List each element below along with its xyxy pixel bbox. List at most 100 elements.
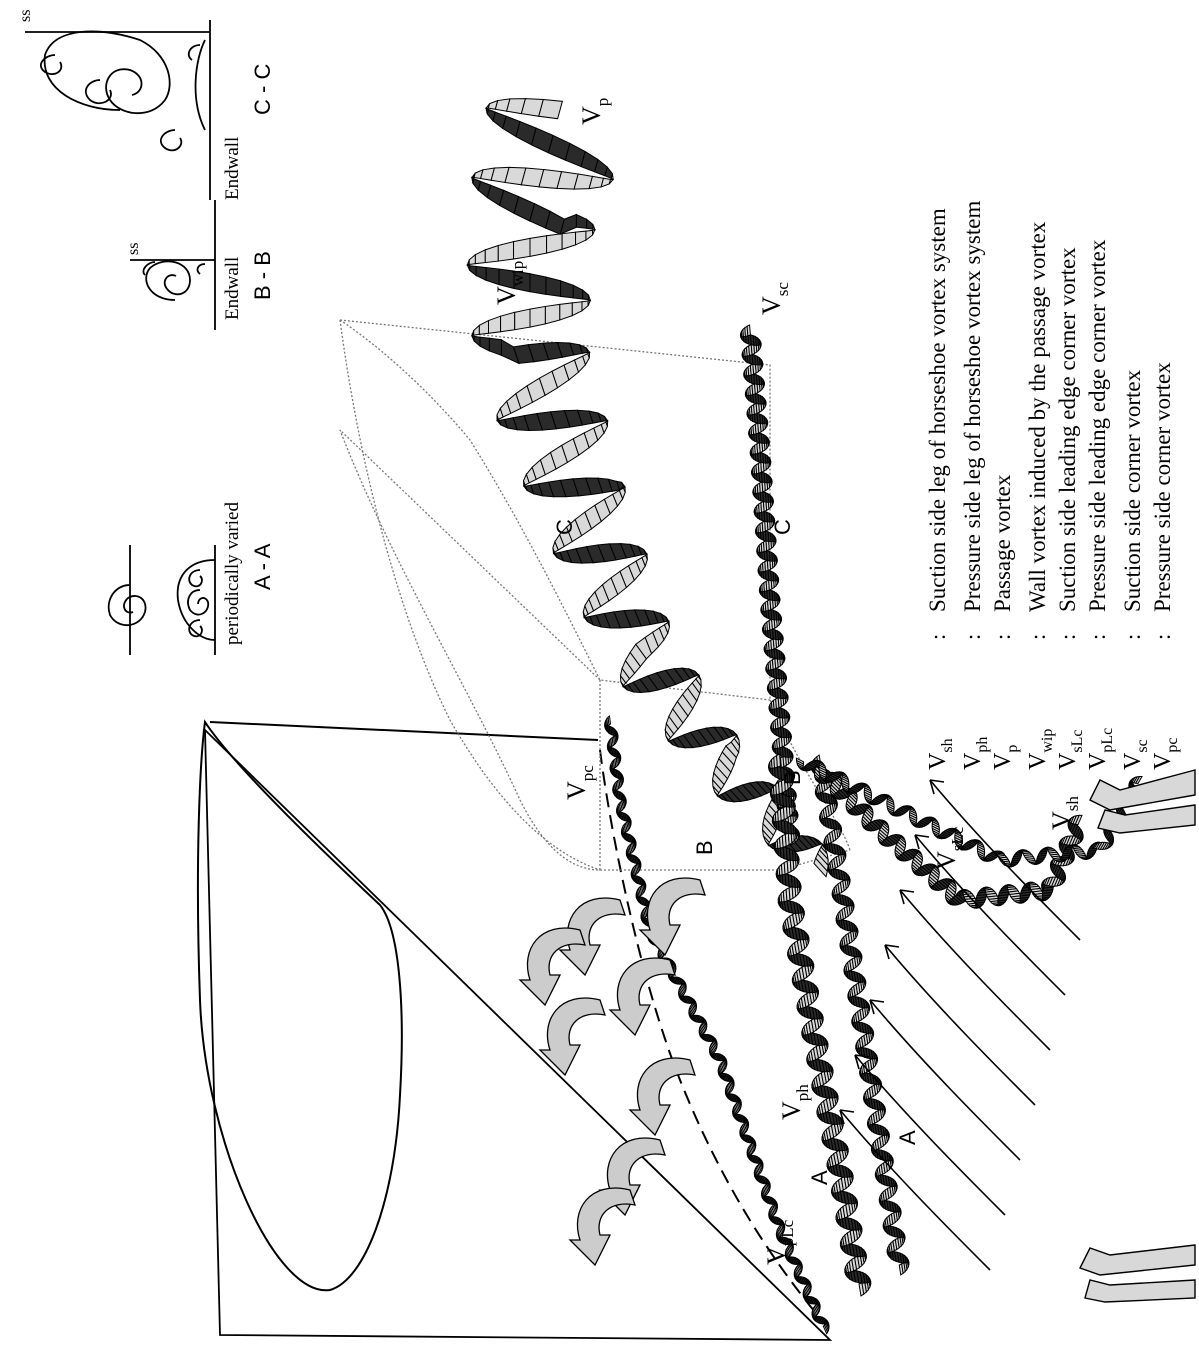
legend-description: Suction side corner vortex bbox=[1120, 369, 1145, 612]
passage-vortex-segment bbox=[609, 179, 613, 183]
passage-vortex-segment bbox=[547, 234, 563, 253]
passage-vortex-segment bbox=[583, 290, 589, 300]
passage-vortex-segment bbox=[587, 219, 593, 229]
svg-text:Vp: Vp bbox=[577, 98, 612, 125]
legend-description: Passage vortex bbox=[990, 474, 1015, 612]
curved-flow-arrow bbox=[630, 1058, 695, 1135]
svg-text:Vsc: Vsc bbox=[757, 282, 792, 315]
legend-separator: : bbox=[1120, 634, 1145, 640]
legend-description: Pressure side corner vortex bbox=[1150, 362, 1175, 612]
marker-a-1: A bbox=[807, 1170, 832, 1185]
passage-vortex-segment bbox=[562, 232, 575, 249]
secondary-flow-arrows bbox=[520, 878, 705, 1265]
passage-vortex-segment bbox=[486, 268, 499, 285]
blade-outline bbox=[198, 722, 830, 1340]
legend-symbol: Vsh bbox=[925, 738, 956, 770]
section-aa-label: A - A bbox=[250, 543, 275, 590]
endwall-label-bb: Endwall bbox=[222, 257, 243, 320]
passage-vortex-segment bbox=[582, 301, 588, 311]
passage-vortex-segment bbox=[530, 236, 547, 257]
passage-vortex-segment bbox=[573, 285, 583, 299]
passage-vortex-segment bbox=[593, 230, 595, 235]
marker-a-2: A bbox=[895, 1130, 920, 1145]
streamline bbox=[900, 890, 1050, 1050]
legend-description: Pressure side leading edge corner vortex bbox=[1085, 239, 1110, 612]
section-bb-label: B - B bbox=[250, 251, 275, 300]
legend-separator: : bbox=[960, 634, 985, 640]
legend-symbol: Vpc bbox=[1150, 738, 1181, 770]
passage-vortex-segment bbox=[515, 309, 530, 330]
passage-vortex-segment bbox=[489, 338, 501, 355]
tag-vpc: Vpc bbox=[562, 765, 597, 800]
legend-symbol: VpLc bbox=[1085, 728, 1116, 770]
passage-vortex-segment bbox=[588, 300, 590, 305]
pressure-horseshoe-vortex-segment bbox=[777, 754, 781, 767]
legend-description: Suction side leading edge corner vortex bbox=[1055, 247, 1080, 612]
passage-vortex-segment bbox=[561, 281, 574, 298]
section-cc-inset bbox=[25, 20, 210, 200]
legend-symbol: Vp bbox=[990, 745, 1021, 770]
svg-text:Vph: Vph bbox=[777, 1084, 812, 1120]
pressure-horseshoe-vortex-ribbon-2 bbox=[811, 755, 909, 1275]
legend-separator: : bbox=[1085, 634, 1110, 640]
passage-vortex-segment bbox=[539, 99, 563, 118]
section-cc-label: C - C bbox=[250, 64, 275, 115]
legend-symbol: VsLc bbox=[1055, 730, 1086, 770]
streamline bbox=[870, 1000, 1020, 1160]
passage-vortex-segment bbox=[546, 277, 561, 296]
passage-vortex-segment bbox=[576, 231, 586, 245]
legend-symbol: Vsc bbox=[1120, 739, 1151, 770]
passage-vortex-segment bbox=[474, 325, 480, 335]
tag-vp: Vp bbox=[577, 98, 612, 125]
legend-symbol: Vwip bbox=[1025, 729, 1056, 770]
legend-description: Wall vortex induced by the passage vorte… bbox=[1025, 221, 1050, 612]
pressure-corner-vortex-segment bbox=[608, 716, 610, 725]
passage-vortex-segment bbox=[485, 245, 498, 262]
curved-flow-arrow bbox=[640, 878, 705, 955]
tag-vsc: Vsc bbox=[757, 282, 792, 315]
passage-vortex-segment bbox=[530, 274, 546, 295]
curved-flow-arrow bbox=[540, 998, 605, 1075]
passage-vortex-segment bbox=[470, 266, 476, 276]
svg-text:Vpc: Vpc bbox=[562, 765, 597, 800]
marker-c-2: C bbox=[770, 519, 795, 535]
section-aa-inset bbox=[109, 545, 215, 655]
curved-flow-arrow bbox=[570, 1188, 635, 1265]
passage-vortex-segment bbox=[586, 230, 593, 240]
passage-vortex-segment bbox=[572, 302, 582, 316]
passage-vortex-segment bbox=[480, 337, 489, 351]
passage-vortex-segment bbox=[469, 255, 475, 265]
legend-description: Pressure side leg of horseshoe vortex sy… bbox=[960, 201, 985, 612]
ss-label-cc: ss bbox=[17, 10, 34, 22]
tag-vph: Vph bbox=[777, 1084, 812, 1120]
legend-separator: : bbox=[1025, 634, 1050, 640]
periodically-varied-label: periodically varied bbox=[222, 502, 243, 645]
endwall-label-cc: Endwall bbox=[222, 137, 243, 200]
passage-vortex-segment bbox=[501, 312, 515, 331]
passage-vortex-segment bbox=[474, 336, 480, 346]
marker-c-1: C bbox=[552, 519, 577, 535]
ss-label-bb: ss bbox=[125, 243, 142, 255]
passage-vortex-segment bbox=[467, 265, 469, 270]
streamline bbox=[885, 945, 1035, 1105]
legend-description: Suction side leg of horseshoe vortex sys… bbox=[925, 208, 950, 612]
passage-vortex-segment bbox=[545, 304, 559, 323]
marker-b-1: B bbox=[692, 840, 717, 855]
passage-vortex-segment bbox=[476, 266, 486, 280]
curved-flow-arrow bbox=[610, 958, 675, 1035]
passage-vortex-segment bbox=[560, 303, 572, 320]
section-bb-inset bbox=[130, 200, 215, 330]
legend-separator: : bbox=[1055, 634, 1080, 640]
legend: Vsh: Suction side leg of horseshoe vortex… bbox=[925, 201, 1181, 770]
suction-corner-vortex-segment bbox=[747, 325, 750, 336]
marker-b-2: B bbox=[780, 770, 805, 785]
passage-vortex-segment bbox=[479, 321, 488, 335]
passage-vortex-segment bbox=[475, 250, 485, 264]
legend-separator: : bbox=[1150, 634, 1175, 640]
legend-separator: : bbox=[990, 634, 1015, 640]
passage-vortex-segment bbox=[472, 336, 474, 341]
passage-vortex-segment bbox=[530, 306, 545, 327]
passage-vortex-segment bbox=[498, 242, 513, 261]
curved-flow-arrow bbox=[520, 928, 585, 1005]
